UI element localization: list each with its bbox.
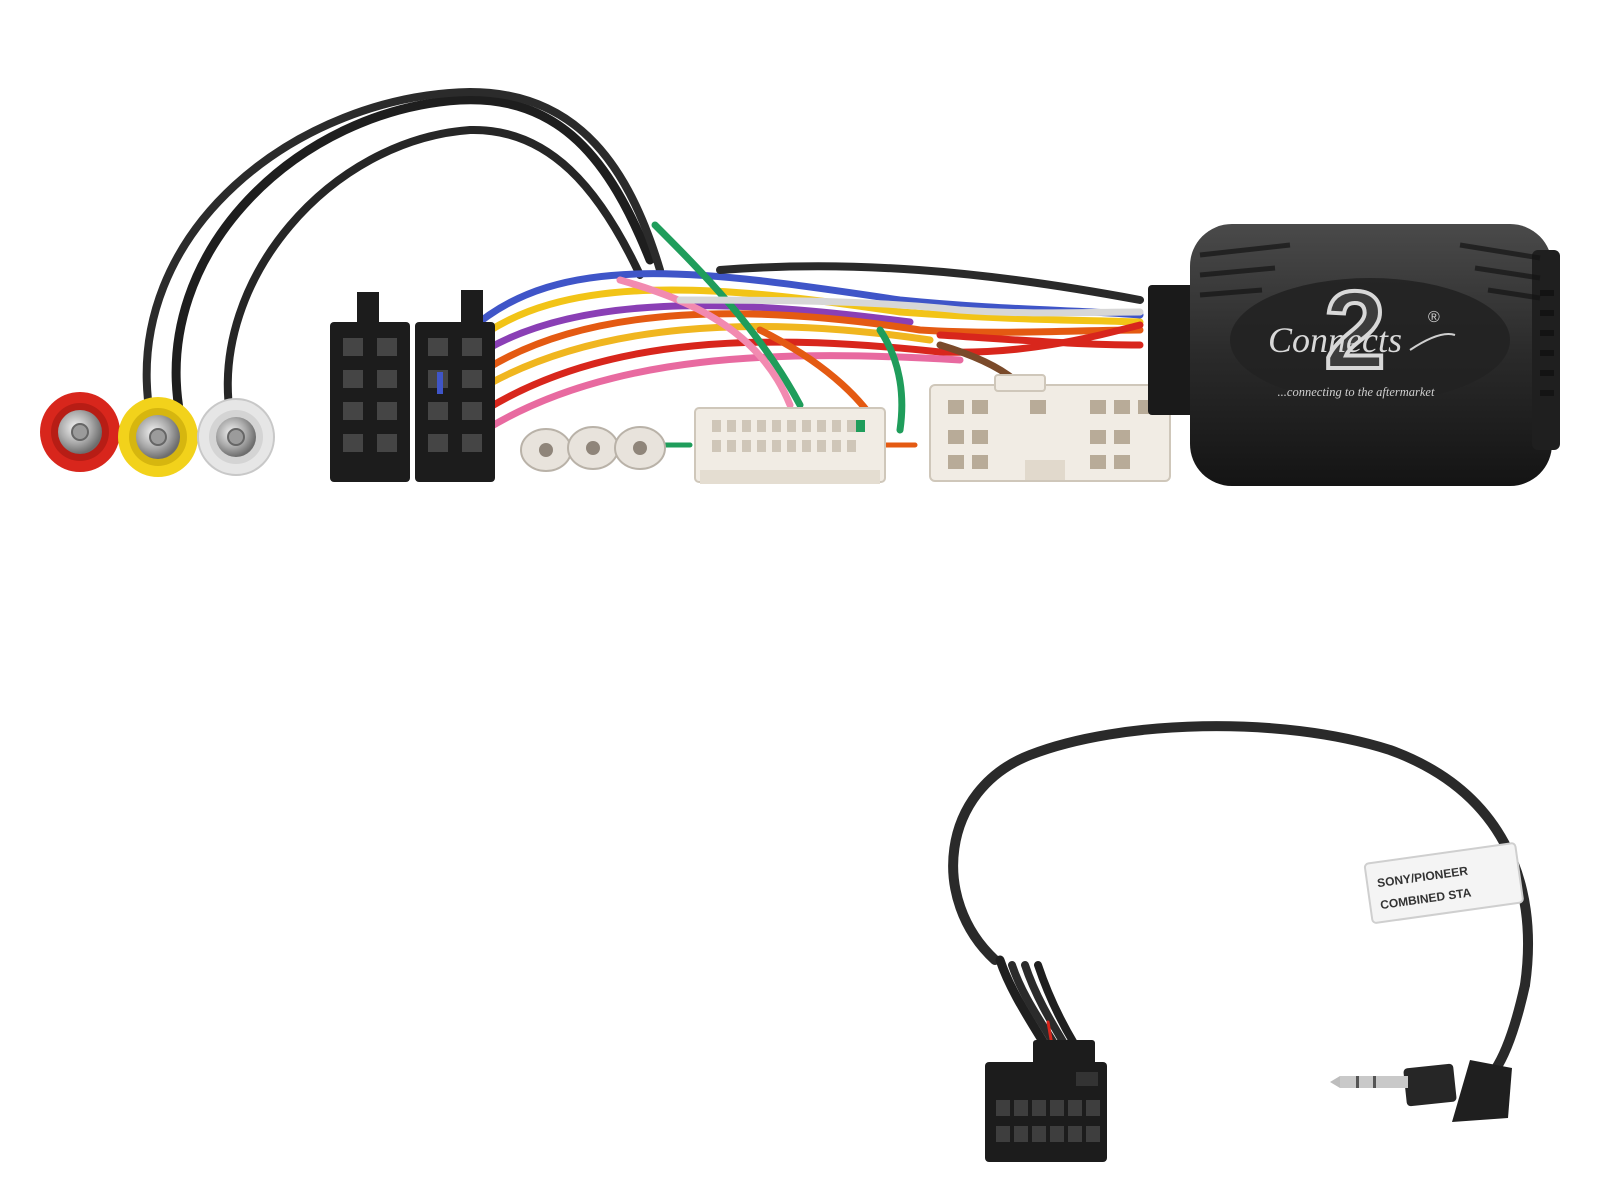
black-plug-12pin (985, 1040, 1107, 1162)
logo-wordmark: Connects (1268, 320, 1402, 360)
rca-plug-red (40, 392, 120, 472)
control-module (1148, 224, 1560, 486)
rca-cables (142, 87, 664, 420)
jack-plug-3-5mm (1330, 1060, 1512, 1122)
cable-tag: SONY/PIONEER COMBINED STA (1363, 842, 1524, 924)
brand-logo: 2 Connects ® ...connecting to the afterm… (1268, 267, 1456, 399)
bullet-connectors (520, 426, 666, 472)
rca-plug-yellow (118, 397, 198, 477)
logo-digit: 2 (1324, 269, 1385, 392)
white-connector-20pin (694, 407, 886, 484)
stalk-lead (948, 721, 1533, 1075)
iso-connector-right (415, 290, 495, 482)
logo-tagline: ...connecting to the aftermarket (1278, 385, 1435, 399)
logo-swoosh (1409, 333, 1456, 351)
white-connector-16pin (929, 374, 1171, 482)
rca-plug-white (197, 398, 275, 476)
iso-connector-left (330, 292, 410, 482)
logo-registered: ® (1428, 309, 1440, 326)
wire-bundle (466, 221, 1144, 459)
